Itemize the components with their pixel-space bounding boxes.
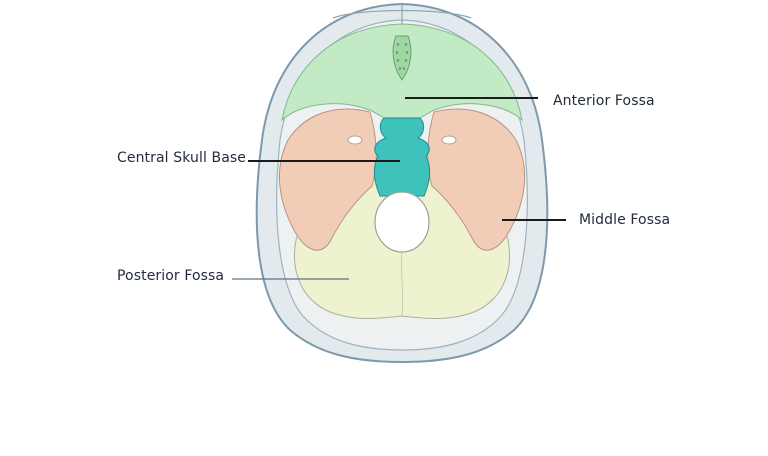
central-skull-base-region xyxy=(373,117,431,197)
label-posterior-fossa: Posterior Fossa xyxy=(117,268,225,284)
label-middle-fossa: Middle Fossa xyxy=(579,212,671,228)
label-central-skull-base: Central Skull Base xyxy=(117,150,246,166)
foramen-left xyxy=(347,135,363,145)
middle-fossa-right xyxy=(427,108,526,251)
label-anterior-fossa: Anterior Fossa xyxy=(553,93,655,109)
middle-fossa-left xyxy=(278,108,377,251)
crista-galli xyxy=(392,35,412,81)
cribriform-plate-dots xyxy=(396,43,408,70)
posterior-fossa-midline xyxy=(400,249,404,317)
foramen-magnum xyxy=(374,191,430,253)
foramen-right xyxy=(441,135,457,145)
